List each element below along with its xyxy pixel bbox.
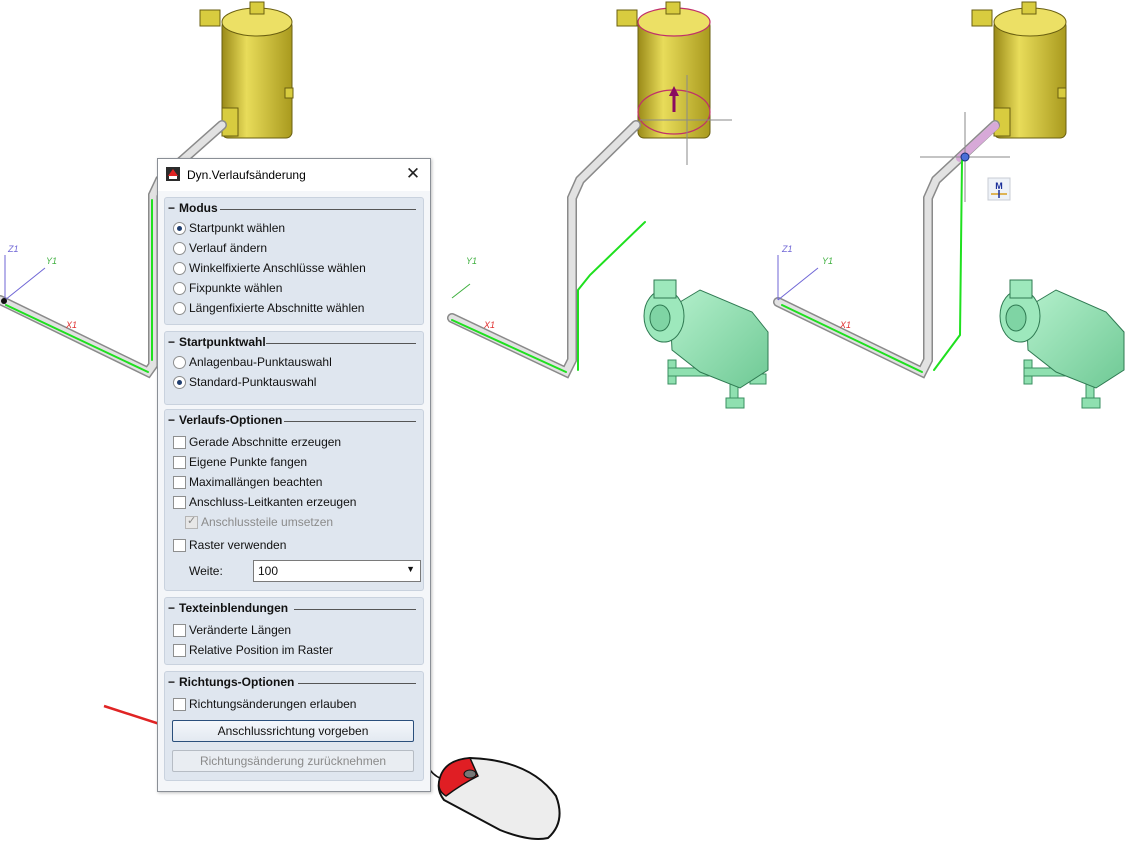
svg-text:Z1: Z1 <box>781 244 793 254</box>
radio-icon[interactable] <box>173 356 186 369</box>
checkbox-icon[interactable] <box>173 496 186 509</box>
group-richtungs-optionen: − Richtungs-Optionen Richtungsänderungen… <box>164 671 424 781</box>
group-startpunktwahl: − Startpunktwahl Anlagenbau-Punktauswahl… <box>164 331 424 405</box>
anschlussrichtung-vorgeben-button[interactable]: Anschlussrichtung vorgeben <box>172 720 414 742</box>
group-header: − Texteinblendungen <box>168 601 420 617</box>
group-title: Richtungs-Optionen <box>179 675 295 689</box>
weite-label: Weite: <box>189 564 223 578</box>
scene-3: M Z1 Y1 X1 <box>773 1 1125 409</box>
separator <box>284 421 416 422</box>
checkbox-label: Gerade Abschnitte erzeugen <box>189 435 342 449</box>
collapse-icon[interactable]: − <box>168 413 176 427</box>
checkbox-icon[interactable] <box>173 698 186 711</box>
group-title: Startpunktwahl <box>179 335 266 349</box>
radio-icon[interactable] <box>173 222 186 235</box>
chevron-down-icon[interactable]: ▼ <box>406 564 415 574</box>
collapse-icon[interactable]: − <box>168 675 176 689</box>
group-header: − Modus <box>168 201 420 217</box>
radio-icon[interactable] <box>173 242 186 255</box>
crosshair-icon <box>920 112 1010 202</box>
richtungsaenderung-zuruecknehmen-button: Richtungsänderung zurücknehmen <box>172 750 414 772</box>
svg-text:Y1: Y1 <box>46 256 57 266</box>
checkbox-icon[interactable] <box>173 456 186 469</box>
checkbox-icon[interactable] <box>173 644 186 657</box>
axis-triad: Z1 Y1 X1 <box>777 244 851 330</box>
separator <box>294 609 416 610</box>
radio-label: Fixpunkte wählen <box>189 281 283 295</box>
radio-label: Längenfixierte Abschnitte wählen <box>189 301 365 315</box>
crosshair-icon <box>640 75 732 165</box>
axis-triad: Y1 X1 <box>451 256 495 330</box>
marker-icon: M <box>987 177 1011 201</box>
collapse-icon[interactable]: − <box>168 335 176 349</box>
radio-label: Verlauf ändern <box>189 241 268 255</box>
checkbox-label: Anschluss-Leitkanten erzeugen <box>189 495 357 509</box>
checkbox-icon[interactable] <box>173 436 186 449</box>
svg-text:Y1: Y1 <box>822 256 833 266</box>
group-title: Texteinblendungen <box>179 601 289 615</box>
checkbox-label: Eigene Punkte fangen <box>189 455 308 469</box>
radio-icon[interactable] <box>173 302 186 315</box>
radio-label: Winkelfixierte Anschlüsse wählen <box>189 261 366 275</box>
tank-icon <box>616 1 711 139</box>
svg-text:X1: X1 <box>483 320 495 330</box>
radio-label: Standard-Punktauswahl <box>189 375 317 389</box>
radio-icon[interactable] <box>173 376 186 389</box>
dialog-title: Dyn.Verlaufsänderung <box>187 168 306 182</box>
app-icon <box>166 167 180 181</box>
radio-label: Anlagenbau-Punktauswahl <box>189 355 332 369</box>
group-header: − Verlaufs-Optionen <box>168 413 420 429</box>
group-title: Verlaufs-Optionen <box>179 413 283 427</box>
checkbox-icon[interactable] <box>173 624 186 637</box>
checkbox-label: Relative Position im Raster <box>189 643 334 657</box>
pump-icon <box>999 279 1125 409</box>
collapse-icon[interactable]: − <box>168 201 176 215</box>
svg-text:X1: X1 <box>65 320 77 330</box>
radio-label: Startpunkt wählen <box>189 221 286 235</box>
close-icon[interactable]: ✕ <box>405 164 421 183</box>
group-title: Modus <box>179 201 218 215</box>
axis-triad: Z1 Y1 X1 <box>1 244 77 330</box>
group-header: − Richtungs-Optionen <box>168 675 420 691</box>
separator <box>266 343 416 344</box>
checkbox-icon[interactable] <box>173 476 186 489</box>
svg-text:M: M <box>995 181 1003 191</box>
group-texteinblendungen: − Texteinblendungen Veränderte Längen Re… <box>164 597 424 665</box>
group-verlaufs-optionen: − Verlaufs-Optionen Gerade Abschnitte er… <box>164 409 424 591</box>
weite-value: 100 <box>258 564 279 578</box>
checkbox-label: Richtungsänderungen erlauben <box>189 697 357 711</box>
checkbox-icon[interactable] <box>173 539 186 552</box>
pipe-route <box>773 120 1000 379</box>
separator <box>298 683 416 684</box>
separator <box>220 209 416 210</box>
dialog-titlebar: Dyn.Verlaufsänderung ✕ <box>158 159 430 191</box>
svg-text:Z1: Z1 <box>7 244 19 254</box>
weite-select[interactable]: 100 ▼ <box>253 560 421 582</box>
checkbox-label: Veränderte Längen <box>189 623 292 637</box>
dialog-dyn-verlaufsaenderung: Dyn.Verlaufsänderung ✕ − Modus Startpunk… <box>157 158 431 792</box>
svg-text:X1: X1 <box>839 320 851 330</box>
scene-2: Y1 X1 <box>447 1 769 409</box>
radio-icon[interactable] <box>173 262 186 275</box>
collapse-icon[interactable]: − <box>168 601 176 615</box>
pipe-route <box>447 120 646 379</box>
pump-icon <box>643 279 769 409</box>
checkbox-icon <box>185 514 198 529</box>
tank-icon <box>971 1 1067 139</box>
svg-text:Y1: Y1 <box>466 256 477 266</box>
group-modus: − Modus Startpunkt wählen Verlauf ändern… <box>164 197 424 325</box>
checkbox-label: Raster verwenden <box>189 538 287 552</box>
checkbox-label: Maximallängen beachten <box>189 475 323 489</box>
radio-icon[interactable] <box>173 282 186 295</box>
group-header: − Startpunktwahl <box>168 335 420 351</box>
tank-icon <box>199 1 294 139</box>
checkbox-label: Anschlussteile umsetzen <box>201 515 334 529</box>
mouse-icon <box>429 756 561 840</box>
